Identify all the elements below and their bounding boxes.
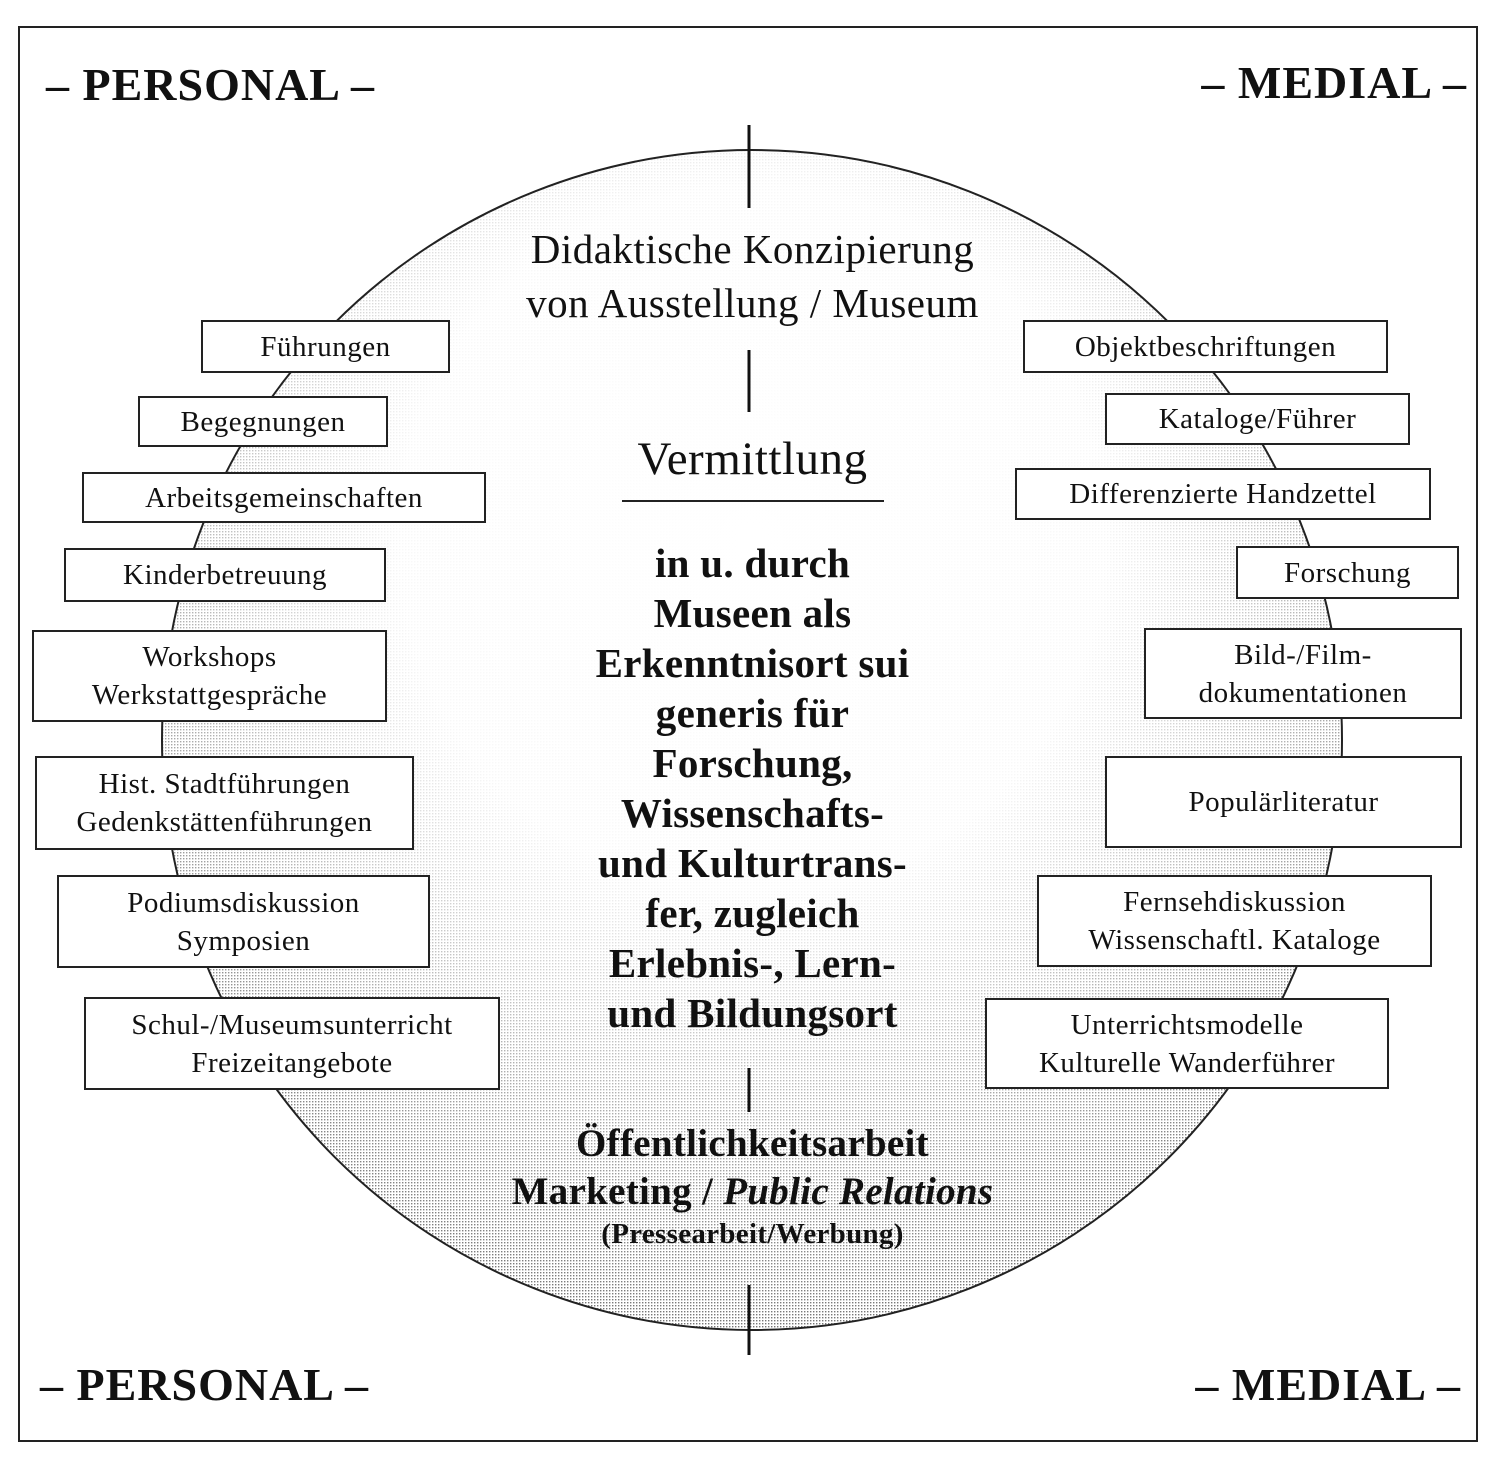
- center-text-line: in u. durch: [654, 540, 851, 586]
- box-label: Symposien: [176, 924, 311, 957]
- center-heading-rule: [622, 500, 884, 502]
- personal-box: Führungen: [201, 320, 450, 373]
- public-relations-line-3: (Pressearbeit/Werbung): [601, 1218, 904, 1250]
- box-label: Führungen: [260, 330, 391, 363]
- medial-box: Forschung: [1236, 546, 1459, 599]
- box-label: Wissenschaftl. Kataloge: [1088, 924, 1381, 956]
- box-label: Freizeitangebote: [191, 1046, 393, 1079]
- corner-bottom-left: – PERSONAL –: [40, 1359, 369, 1410]
- center-text-line: und Kulturtrans-: [598, 840, 907, 886]
- diagram-frame: [18, 26, 1478, 1442]
- circle-outline: [161, 149, 1343, 1331]
- center-text: in u. durch Museen als Erkenntnisort sui…: [0, 538, 1505, 1038]
- top-title-line-1: Didaktische Konzipierung: [530, 226, 975, 272]
- center-text-line: fer, zugleich: [645, 890, 860, 936]
- personal-box: Podiumsdiskussion Symposien: [57, 875, 430, 968]
- box-label: Workshops: [142, 641, 277, 673]
- personal-box: Workshops Werkstattgespräche: [32, 630, 387, 722]
- personal-box: Kinderbetreuung: [64, 548, 386, 602]
- center-text-line: Museen als: [653, 590, 852, 636]
- box-label: Forschung: [1284, 556, 1411, 589]
- box-label: Werkstattgespräche: [91, 679, 328, 711]
- medial-box: Unterrichtsmodelle Kulturelle Wanderführ…: [985, 998, 1389, 1089]
- personal-box: Schul-/Museumsunterricht Freizeitangebot…: [84, 997, 500, 1090]
- public-relations-line-2: Marketing / Public Relations: [0, 1168, 1505, 1216]
- box-label: Objektbeschriftungen: [1074, 330, 1337, 363]
- top-title-line-2: von Ausstellung / Museum: [526, 280, 979, 326]
- medial-box: Fernsehdiskussion Wissenschaftl. Katalog…: [1037, 875, 1432, 967]
- medial-box: Objektbeschriftungen: [1023, 320, 1388, 373]
- box-label: dokumentationen: [1198, 676, 1408, 709]
- medial-box: Populärliteratur: [1105, 756, 1462, 848]
- center-text-line: und Bildungsort: [607, 990, 898, 1036]
- center-heading: Vermittlung: [637, 433, 868, 485]
- marketing-label: Marketing /: [511, 1170, 724, 1213]
- personal-box: Begegnungen: [138, 396, 388, 447]
- personal-box: Arbeitsgemeinschaften: [82, 472, 486, 523]
- box-label: Begegnungen: [180, 405, 346, 438]
- box-label: Gedenkstättenführungen: [76, 806, 373, 838]
- center-text-line: generis für: [655, 690, 850, 736]
- public-relations-line-1: Öffentlichkeitsarbeit: [576, 1122, 929, 1165]
- corner-top-right: – MEDIAL –: [1201, 57, 1467, 108]
- box-label: Populärliteratur: [1188, 786, 1379, 818]
- box-label: Hist. Stadtführungen: [98, 768, 351, 800]
- center-text-line: Erkenntnisort sui: [595, 640, 910, 686]
- public-relations-label: Public Relations: [723, 1170, 994, 1213]
- box-label: Bild-/Film-: [1234, 638, 1372, 671]
- box-label: Fernsehdiskussion: [1123, 886, 1346, 918]
- box-label: Kulturelle Wanderführer: [1038, 1046, 1336, 1079]
- box-label: Kinderbetreuung: [123, 559, 327, 591]
- corner-bottom-right: – MEDIAL –: [1195, 1359, 1461, 1410]
- center-text-line: Erlebnis-, Lern-: [608, 940, 897, 986]
- medial-box: Bild-/Film- dokumentationen: [1144, 628, 1462, 719]
- box-label: Unterrichtsmodelle: [1070, 1008, 1304, 1041]
- center-text-line: Wissenschafts-: [620, 790, 885, 836]
- box-label: Arbeitsgemeinschaften: [145, 481, 423, 514]
- corner-top-left: – PERSONAL –: [46, 59, 375, 110]
- box-label: Kataloge/Führer: [1158, 403, 1357, 435]
- medial-box: Kataloge/Führer: [1105, 393, 1410, 445]
- box-label: Differenzierte Handzettel: [1069, 478, 1377, 510]
- top-title: Didaktische Konzipierung von Ausstellung…: [0, 222, 1505, 330]
- medial-box: Differenzierte Handzettel: [1015, 468, 1431, 520]
- personal-box: Hist. Stadtführungen Gedenkstättenführun…: [35, 756, 414, 850]
- box-label: Schul-/Museumsunterricht: [131, 1008, 453, 1041]
- center-text-line: Forschung,: [652, 740, 853, 786]
- box-label: Podiumsdiskussion: [127, 886, 360, 919]
- public-relations-block: Öffentlichkeitsarbeit Marketing / Public…: [0, 1120, 1505, 1252]
